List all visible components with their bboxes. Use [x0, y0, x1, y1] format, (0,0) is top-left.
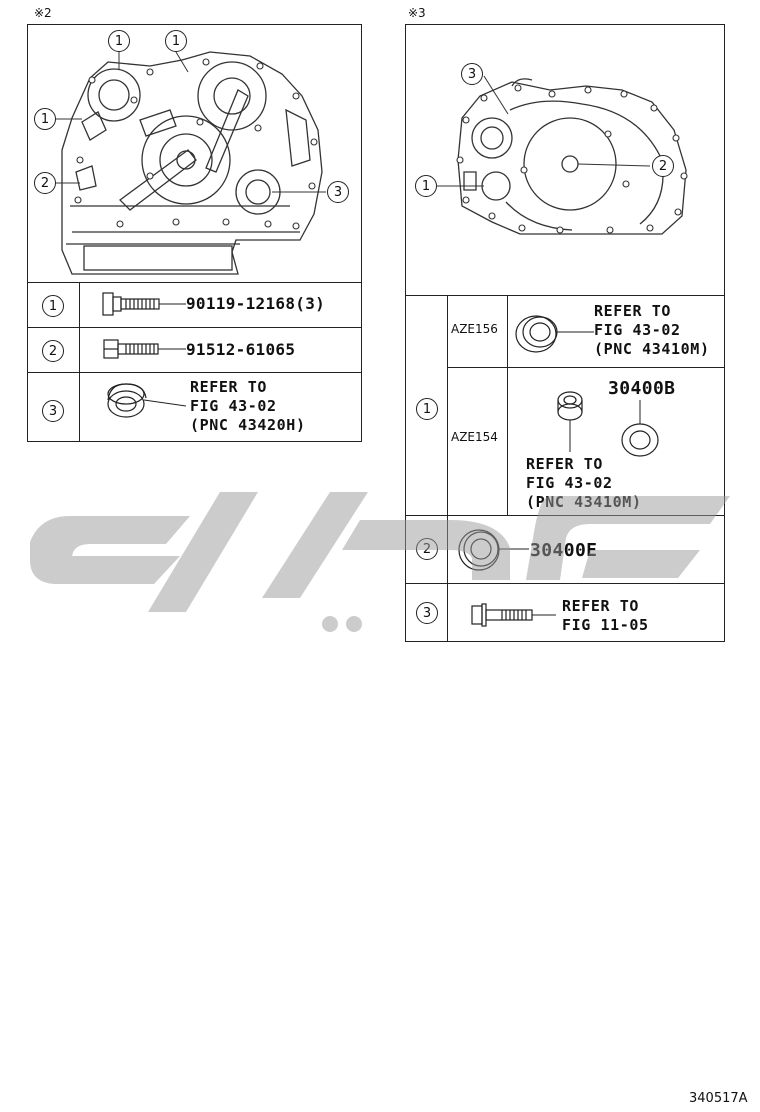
refer-fig-11-05: REFER TO FIG 11-05	[562, 597, 649, 634]
refer-fig-43-02-43410m-aze156: REFER TO FIG 43-02 (PNC 43410M)	[594, 302, 710, 358]
oil-seal-30400b-icon	[621, 400, 659, 457]
row-number-1: 1	[42, 295, 64, 317]
row-number-3-right: 3	[416, 602, 438, 624]
callout-2-left: 2	[34, 172, 56, 194]
callout-3-right: 3	[327, 181, 349, 203]
callout-1-left: 1	[415, 175, 437, 197]
callout-1-left: 1	[34, 108, 56, 130]
section-mark-2: ※2	[34, 6, 52, 20]
callout-3-top: 3	[461, 63, 483, 85]
transaxle-housing-drawing-right	[437, 75, 688, 235]
transaxle-drawing-left	[56, 51, 326, 275]
flange-bolt-right-icon	[471, 603, 556, 627]
flange-bolt-icon	[102, 292, 186, 316]
left-panel	[27, 24, 362, 442]
model-aze154: AZE154	[451, 430, 498, 444]
callout-2-right: 2	[652, 155, 674, 177]
watermark-logo	[30, 492, 730, 632]
part-number-91512-61065: 91512-61065	[186, 340, 296, 359]
callout-1-top-left: 1	[108, 30, 130, 52]
refer-fig-43-02-43420h: REFER TO FIG 43-02 (PNC 43420H)	[190, 378, 306, 434]
part-number-90119-12168: 90119-12168(3)	[186, 294, 326, 313]
model-aze156: AZE156	[451, 322, 498, 336]
row-number-1-right: 1	[416, 398, 438, 420]
oil-seal-aze156-icon	[515, 315, 594, 353]
oil-seal-icon	[107, 383, 187, 418]
section-mark-3: ※3	[408, 6, 426, 20]
callout-1-top-center: 1	[165, 30, 187, 52]
bolt-icon	[103, 339, 186, 359]
row-number-3: 3	[42, 400, 64, 422]
row-number-2: 2	[42, 340, 64, 362]
figure-id: 340517A	[689, 1091, 748, 1106]
right-panel	[405, 24, 725, 642]
part-number-30400b: 30400B	[608, 378, 676, 399]
oil-seal-small-icon	[557, 391, 583, 452]
